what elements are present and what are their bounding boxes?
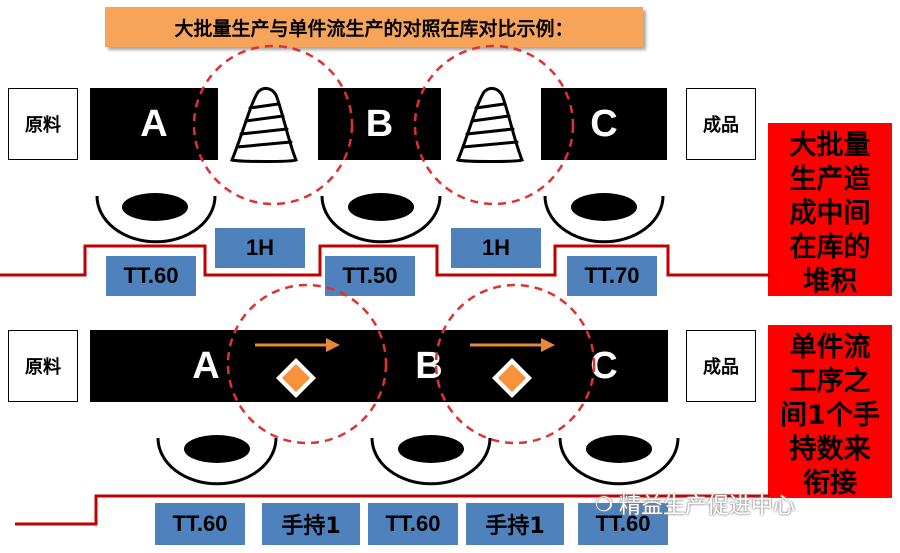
note-line: 单件流: [789, 332, 871, 363]
note-line: 生产造: [789, 164, 871, 195]
handoff-highlight-circle: [226, 283, 388, 445]
note-line: 衔接: [803, 468, 857, 499]
handheld-label-bc: 手持1: [466, 503, 564, 545]
operator-icon: [370, 435, 492, 486]
note-line: 在库的: [789, 232, 871, 263]
flow-arrow-icon: [470, 338, 555, 352]
takt-time-c-bottom: TT.60: [578, 503, 668, 545]
note-line: 大批量: [789, 130, 871, 161]
takt-time-b-bottom: TT.60: [368, 503, 458, 545]
operator-icon: [95, 193, 217, 244]
workpiece-diamond-icon: [276, 358, 316, 398]
flow-arrow-icon: [255, 338, 340, 352]
note-line: 成中间: [789, 198, 871, 229]
stage-b-top: B: [318, 88, 441, 160]
takt-time-a-bottom: TT.60: [155, 503, 245, 545]
timeline-bottom: [15, 494, 770, 526]
operator-icon: [156, 435, 278, 486]
note-line: 堆积: [803, 266, 857, 297]
takt-time-b-top: TT.50: [325, 256, 415, 296]
finished-product-box-top: 成品: [686, 88, 756, 160]
watermark: ❍ 精益生产促进中心: [595, 488, 795, 520]
stage-a-bottom: A: [192, 344, 220, 387]
stage-b-bottom: B: [415, 344, 443, 387]
wechat-icon: ❍: [595, 492, 613, 516]
watermark-text: 精益生产促进中心: [618, 494, 795, 519]
note-line: 持数来: [789, 434, 871, 465]
inventory-label-bc: 1H: [451, 228, 541, 268]
inventory-highlight-circle: [192, 44, 354, 206]
handheld-label-ab: 手持1: [262, 503, 360, 545]
raw-material-box-top: 原料: [8, 88, 78, 160]
takt-time-a-top: TT.60: [106, 256, 196, 296]
note-line: 间1个手: [780, 400, 880, 431]
takt-time-c-top: TT.70: [567, 256, 657, 296]
operator-icon: [558, 435, 680, 486]
note-line: 工序之: [789, 366, 871, 397]
finished-product-box-bottom: 成品: [686, 330, 756, 402]
timeline-top: [0, 244, 770, 277]
inventory-label-ab: 1H: [215, 228, 305, 268]
workpiece-diamond-icon: [492, 358, 532, 398]
inventory-highlight-circle: [413, 44, 575, 206]
handoff-highlight-circle: [434, 283, 596, 445]
inventory-pile-icon: [455, 86, 524, 163]
diagram-title: 大批量生产与单件流生产的对照在库对比示例：: [105, 7, 643, 47]
note-batch-production: 大批量 生产造 成中间 在库的 堆积: [768, 123, 892, 297]
raw-material-box-bottom: 原料: [8, 330, 78, 402]
operator-icon: [320, 193, 442, 244]
operator-icon: [543, 193, 665, 244]
inventory-pile-icon: [229, 86, 298, 163]
continuous-flow-line: [90, 330, 668, 402]
note-single-piece-flow: 单件流 工序之 间1个手 持数来 衔接: [768, 325, 892, 499]
stage-c-top: C: [541, 88, 667, 160]
